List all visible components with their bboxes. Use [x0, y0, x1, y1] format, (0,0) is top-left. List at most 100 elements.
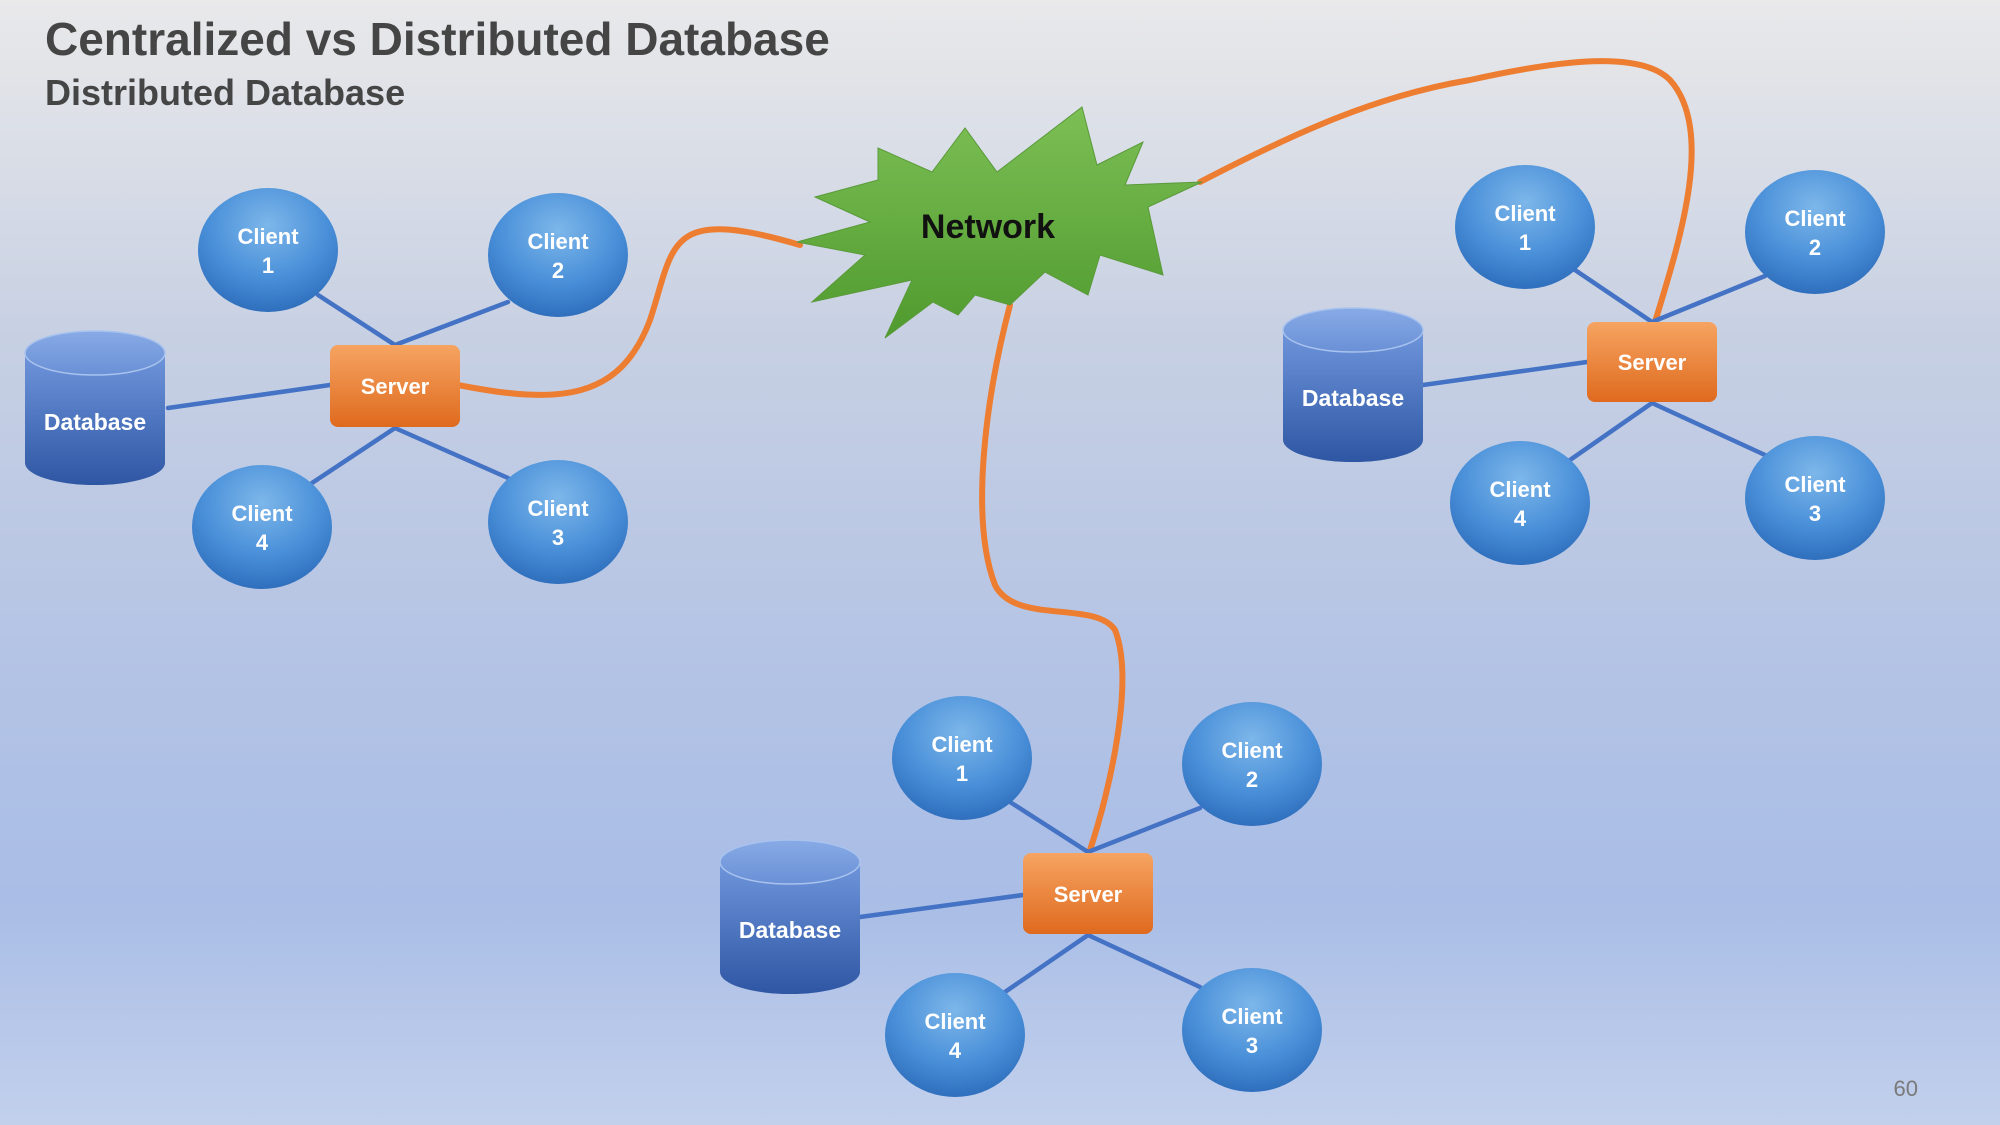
client-node: [892, 696, 1032, 820]
link-server-client-3: [392, 425, 511, 481]
wan-link-site-3: [979, 302, 1126, 853]
server-box: [1023, 853, 1153, 934]
client-node: [198, 188, 338, 312]
client-number: 3: [552, 525, 564, 550]
server-box: [330, 345, 460, 427]
database-top: [719, 839, 861, 885]
client-node: [1182, 702, 1322, 826]
site-links: [165, 292, 511, 486]
client-label: Client: [527, 496, 589, 521]
link-server-database: [1420, 359, 1590, 388]
database: Database: [24, 330, 166, 485]
client-2: Client 2: [1182, 702, 1322, 826]
link-server-database: [165, 382, 333, 411]
site-1: Database Server Client 1 Client 2 Client…: [24, 188, 628, 589]
slide-subtitle: Distributed Database: [45, 72, 406, 113]
database: Database: [1282, 307, 1424, 462]
server: Server: [1587, 322, 1717, 402]
database-label: Database: [1302, 385, 1404, 411]
client-node: [1745, 170, 1885, 294]
link-server-client-4: [1002, 932, 1091, 995]
link-server-client-3: [1649, 400, 1768, 458]
wan-links: [455, 58, 1695, 853]
client-node: [1182, 968, 1322, 1092]
link-server-client-2: [1085, 805, 1203, 855]
client-node: [1745, 436, 1885, 560]
link-server-client-4: [1567, 400, 1655, 463]
server-label: Server: [1618, 350, 1687, 375]
client-number: 4: [949, 1038, 962, 1063]
link-server-client-4: [309, 425, 398, 486]
link-server-client-1: [1572, 267, 1655, 325]
client-3: Client 3: [488, 460, 628, 584]
server-label: Server: [1054, 882, 1123, 907]
client-number: 3: [1246, 1033, 1258, 1058]
link-server-client-1: [315, 292, 398, 348]
client-number: 1: [1519, 230, 1531, 255]
client-1: Client 1: [892, 696, 1032, 820]
client-2: Client 2: [488, 193, 628, 317]
wan-link-site-2: [1197, 58, 1695, 325]
client-4: Client 4: [885, 973, 1025, 1097]
server: Server: [1023, 853, 1153, 934]
database-icon: [720, 862, 860, 994]
client-node: [1455, 165, 1595, 289]
link-server-client-3: [1085, 932, 1203, 990]
client-number: 3: [1809, 501, 1821, 526]
client-label: Client: [527, 229, 589, 254]
client-label: Client: [231, 501, 293, 526]
client-label: Client: [1784, 206, 1846, 231]
server: Server: [330, 345, 460, 427]
site-links: [857, 799, 1203, 995]
link-server-client-2: [392, 299, 511, 348]
client-node: [488, 193, 628, 317]
client-node: [192, 465, 332, 589]
client-label: Client: [931, 732, 993, 757]
client-label: Client: [1489, 477, 1551, 502]
client-label: Client: [1221, 738, 1283, 763]
link-server-database: [857, 892, 1026, 920]
site-links: [1420, 267, 1768, 463]
page-number: 60: [1893, 1076, 1918, 1101]
database-label: Database: [44, 409, 146, 435]
client-label: Client: [1494, 201, 1556, 226]
client-label: Client: [924, 1009, 986, 1034]
client-4: Client 4: [192, 465, 332, 589]
client-number: 1: [956, 761, 968, 786]
site-3: Database Server Client 1 Client 2 Client…: [719, 696, 1322, 1097]
client-label: Client: [1221, 1004, 1283, 1029]
link-server-client-1: [1007, 799, 1091, 855]
client-number: 2: [552, 258, 564, 283]
client-number: 1: [262, 253, 274, 278]
client-label: Client: [1784, 472, 1846, 497]
database-icon: [1283, 330, 1423, 462]
client-label: Client: [237, 224, 299, 249]
network-label: Network: [921, 208, 1055, 246]
server-label: Server: [361, 374, 430, 399]
database-top: [1282, 307, 1424, 353]
client-1: Client 1: [198, 188, 338, 312]
site-2: Database Server Client 1 Client 2 Client…: [1282, 165, 1885, 565]
database: Database: [719, 839, 861, 994]
database-icon: [25, 353, 165, 485]
database-label: Database: [739, 917, 841, 943]
server-box: [1587, 322, 1717, 402]
client-number: 4: [256, 530, 269, 555]
client-node: [885, 973, 1025, 1097]
slide-title: Centralized vs Distributed Database: [45, 13, 830, 65]
client-2: Client 2: [1745, 170, 1885, 294]
client-4: Client 4: [1450, 441, 1590, 565]
network-node: Network: [796, 106, 1203, 339]
client-number: 2: [1809, 235, 1821, 260]
client-number: 4: [1514, 506, 1527, 531]
network-starburst-icon: [796, 106, 1203, 339]
link-server-client-2: [1649, 273, 1768, 325]
client-3: Client 3: [1182, 968, 1322, 1092]
database-top: [24, 330, 166, 376]
client-node: [1450, 441, 1590, 565]
client-number: 2: [1246, 767, 1258, 792]
client-node: [488, 460, 628, 584]
wan-link-site-1: [455, 226, 803, 398]
client-1: Client 1: [1455, 165, 1595, 289]
client-3: Client 3: [1745, 436, 1885, 560]
